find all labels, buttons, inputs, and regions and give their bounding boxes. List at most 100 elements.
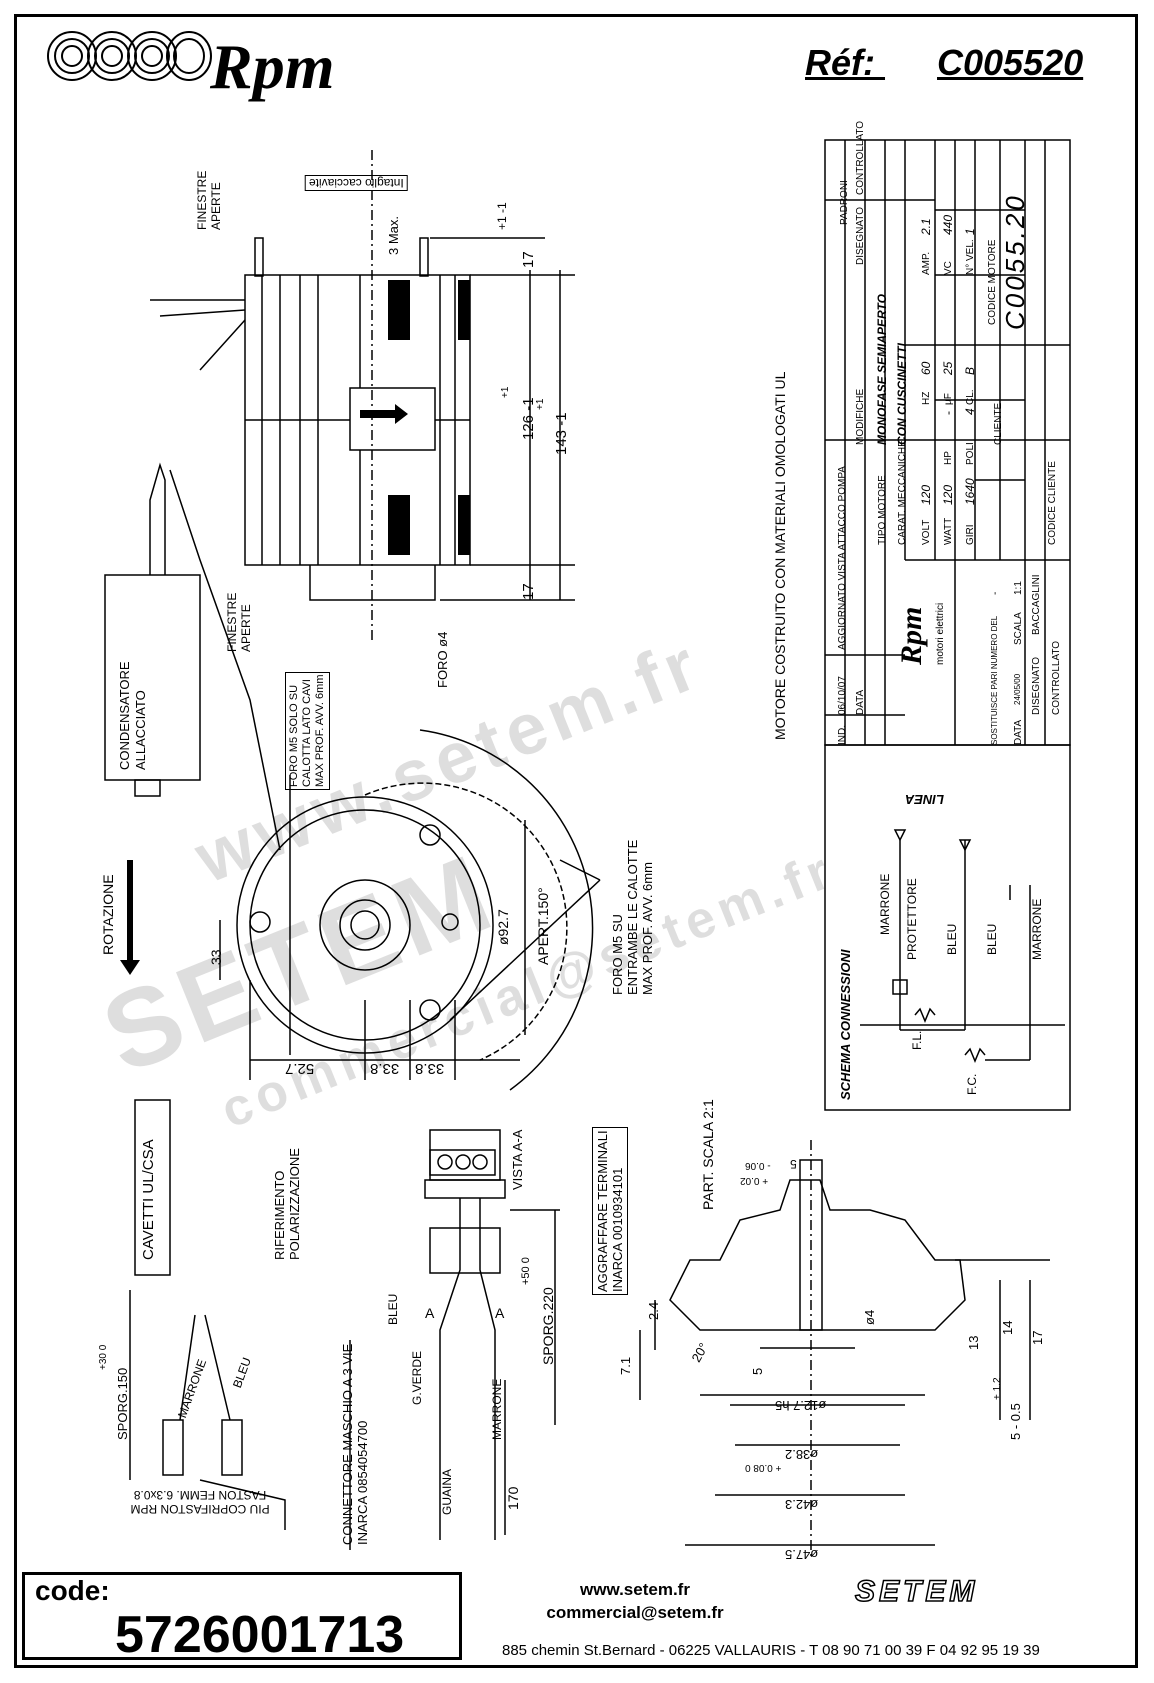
tb-codice-motore-l: CODICE MOTORE xyxy=(987,239,998,325)
tb-carat-label: CARAT. MECCANICHE xyxy=(897,440,908,545)
part-dim-38-2: ø38.2 xyxy=(785,1447,819,1462)
schema-box xyxy=(824,744,1071,1111)
tb-data-v: 24/05/00 xyxy=(1013,673,1022,705)
tb-poli-l: POLI xyxy=(965,442,976,465)
code-value: 5726001713 xyxy=(115,1606,405,1664)
dim-126-tol: +1 xyxy=(500,386,511,398)
tb-rev-date: 06/10/07 xyxy=(837,676,848,715)
tb-controllato: CONTROLLATO xyxy=(855,120,866,195)
part-dim-5: 5 xyxy=(750,1367,765,1375)
tb-padroni: PADRONI xyxy=(839,180,850,225)
finestre-top-label: FINESTRE APERTE xyxy=(195,171,223,230)
section-a1: A xyxy=(425,1305,435,1321)
tb-sost-v: - xyxy=(990,591,1001,595)
ref-label: Réf: xyxy=(805,42,875,83)
riferimento-line2: POLARIZZAZIONE xyxy=(287,1148,302,1260)
tb-scala-v: 1:1 xyxy=(1013,581,1024,595)
schema-marrone2: MARRONE xyxy=(1030,898,1044,960)
condensatore-line1: CONDENSATORE xyxy=(117,661,132,770)
reference: Réf: C005520 xyxy=(805,42,1083,84)
tb-controllato-l: CONTROLLATO xyxy=(1051,640,1062,715)
condensatore-line2: ALLACCIATO xyxy=(133,690,148,770)
tol-top: +1 -1 xyxy=(495,202,509,230)
bleu-label: BLEU xyxy=(386,1293,400,1325)
schema-fc: F.C. xyxy=(965,1073,979,1095)
tb-hp-v: - xyxy=(941,411,955,415)
aggraffare-line2: INARCA 0010934101 xyxy=(610,1167,625,1292)
connettore-line1: CONNETTORE MASCHIO A 3 VIE xyxy=(340,1343,355,1545)
tb-codice-cliente: CODICE CLIENTE xyxy=(1047,461,1058,545)
dim-170: 170 xyxy=(505,1486,521,1510)
schema-protettore: PROTETTORE xyxy=(905,878,919,960)
sporg150: SPORG.150 xyxy=(115,1367,130,1440)
faston-label: PIU COPRIFASTON RPM FASTON FEMM. 6.3x0.8 xyxy=(110,1488,290,1516)
tb-sostituisce: SOSTITUISCE PARI NUMERO DEL xyxy=(990,615,999,745)
tb-cl-v: B xyxy=(963,366,977,375)
tb-disegnato-l: DISEGNATO xyxy=(1031,657,1042,715)
faston-line1: PIU COPRIFASTON RPM xyxy=(130,1502,270,1516)
gverde-label: G.VERDE xyxy=(410,1350,424,1405)
finestre-top-line1: FINESTRE xyxy=(195,170,209,230)
faston-line2: FASTON FEMM. 6.3x0.8 xyxy=(133,1488,267,1502)
tb-amp-v: 2.1 xyxy=(919,218,933,235)
tb-nvel-l: N° VEL. xyxy=(965,239,976,275)
tb-giri-v: 1640 xyxy=(963,478,977,505)
schema-bleu2: BLEU xyxy=(985,923,999,955)
schema-fl: F.L. xyxy=(910,1030,924,1050)
tb-data: DATA xyxy=(855,689,866,715)
tb-watt-v: 120 xyxy=(941,484,955,505)
ref-code: C005520 xyxy=(937,42,1084,83)
footer-address: 885 chemin St.Bernard - 06225 VALLAURIS … xyxy=(502,1642,1040,1659)
brand-name: Rpm xyxy=(210,31,335,102)
tb-tipo-motore: TIPO MOTORE xyxy=(877,475,888,545)
condensatore-label: CONDENSATORE ALLACCIATO xyxy=(117,661,149,770)
part-dim-7-1: 7.1 xyxy=(618,1356,633,1375)
tb-amp-l: AMP. xyxy=(921,251,932,275)
tb-volt-l: VOLT xyxy=(921,519,932,545)
guaina-label: GUAINA xyxy=(440,1468,454,1515)
part-dim-17: 17 xyxy=(1030,1330,1045,1345)
rpm-coils-icon xyxy=(47,31,212,81)
part-dim-5-05-tol: + 1.2 xyxy=(992,1377,1003,1400)
tb-watt-l: WATT xyxy=(943,517,954,545)
aggraffare-label: AGGRAFFARE TERMINALI INARCA 0010934101 xyxy=(592,1127,628,1295)
connettore-line2: INARCA 0854054700 xyxy=(355,1420,370,1545)
part-dim-4: ø4 xyxy=(862,1309,877,1325)
tb-data-l: DATA xyxy=(1013,719,1024,745)
rpm-logo xyxy=(44,26,214,91)
footer-email[interactable]: commercial@setem.fr xyxy=(546,1603,724,1622)
part-dim-5-05: 5 - 0.5 xyxy=(1008,1403,1023,1440)
tb-hz-l: HZ xyxy=(921,391,932,405)
schema-marrone: MARRONE xyxy=(878,873,892,935)
tb-volt-v: 120 xyxy=(919,484,933,505)
tb-vc-v: 440 xyxy=(941,214,955,235)
cavetti-box xyxy=(134,1099,171,1276)
tb-modifiche: MODIFICHE xyxy=(855,388,866,445)
dim-143-tol: +1 xyxy=(535,398,546,410)
schema-linea: LINEA xyxy=(905,792,944,807)
tb-ind: IND. xyxy=(837,725,848,745)
tb-poli-v: 4 xyxy=(963,408,977,415)
tb-nvel-v: 1 xyxy=(963,228,977,235)
part-dim-38-2-tol: + 0.08 0 xyxy=(745,1462,782,1473)
part-tol-top: + 0.02 xyxy=(740,1175,769,1186)
riferimento-line1: RIFERIMENTO xyxy=(272,1170,287,1260)
max-label: 3 Max. xyxy=(386,215,401,255)
label-plate xyxy=(349,387,436,451)
tb-scala-l: SCALA xyxy=(1013,612,1024,645)
tb-disegnato-v: BACCAGLINI xyxy=(1031,574,1042,635)
sporg220: SPORG.220 xyxy=(540,1287,556,1365)
code-label: code: xyxy=(35,1575,110,1606)
tb-tipo-value: MONOFASE SEMIAPERTO xyxy=(875,294,889,445)
finestre-bottom-line1: FINESTRE xyxy=(225,592,239,652)
tb-cl-l: CL. xyxy=(965,389,976,405)
riferimento-label: RIFERIMENTO POLARIZZAZIONE xyxy=(272,1148,302,1260)
part-dim-2-4: 2.4 xyxy=(646,1301,661,1320)
ul-note: MOTORE COSTRUITO CON MATERIALI OMOLOGATI… xyxy=(772,371,788,740)
part-dim-12-7: ø12.7 h5 xyxy=(775,1398,827,1413)
tb-uf-l: µF xyxy=(943,393,954,405)
footer-web[interactable]: www.setem.fr xyxy=(580,1580,690,1599)
finestre-bottom-line2: APERTE xyxy=(239,604,253,652)
foro-label: FORO ø4 xyxy=(435,631,450,688)
marrone-label: MARRONE xyxy=(490,1378,504,1440)
